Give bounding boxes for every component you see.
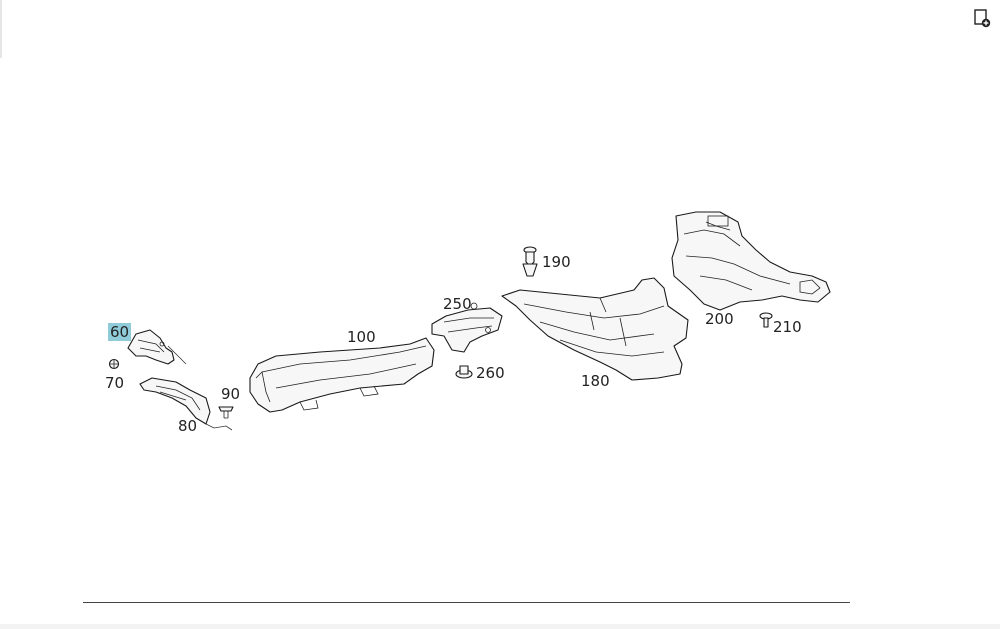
callout-90[interactable]: 90 xyxy=(221,385,241,403)
part-60-shield[interactable] xyxy=(127,329,187,365)
callout-250[interactable]: 250 xyxy=(443,295,472,313)
callout-100[interactable]: 100 xyxy=(347,328,376,346)
callout-210[interactable]: 210 xyxy=(773,318,802,336)
callout-70[interactable]: 70 xyxy=(105,374,125,392)
part-260-nut[interactable] xyxy=(455,365,473,379)
callout-60[interactable]: 60 xyxy=(108,323,132,341)
callout-80[interactable]: 80 xyxy=(178,417,198,435)
part-100-tunnel-shield[interactable] xyxy=(249,337,435,413)
part-250-shield[interactable] xyxy=(431,302,503,353)
add-to-list-button[interactable] xyxy=(970,6,994,30)
bottom-scroll-band xyxy=(0,624,1000,629)
callout-180[interactable]: 180 xyxy=(581,372,610,390)
part-70-nut[interactable] xyxy=(108,358,120,370)
part-190-clip[interactable] xyxy=(522,246,538,277)
part-180-rear-shield[interactable] xyxy=(501,277,689,381)
callout-190[interactable]: 190 xyxy=(542,253,571,271)
add-to-list-icon xyxy=(974,9,991,28)
part-210-screw[interactable] xyxy=(759,312,773,328)
callout-200[interactable]: 200 xyxy=(705,310,734,328)
part-200-rear-shield[interactable] xyxy=(671,211,831,311)
left-panel-edge xyxy=(0,0,2,58)
part-80-shield[interactable] xyxy=(139,377,233,431)
callout-260[interactable]: 260 xyxy=(476,364,505,382)
diagram-baseline xyxy=(83,602,850,603)
part-90-clip[interactable] xyxy=(218,406,234,419)
